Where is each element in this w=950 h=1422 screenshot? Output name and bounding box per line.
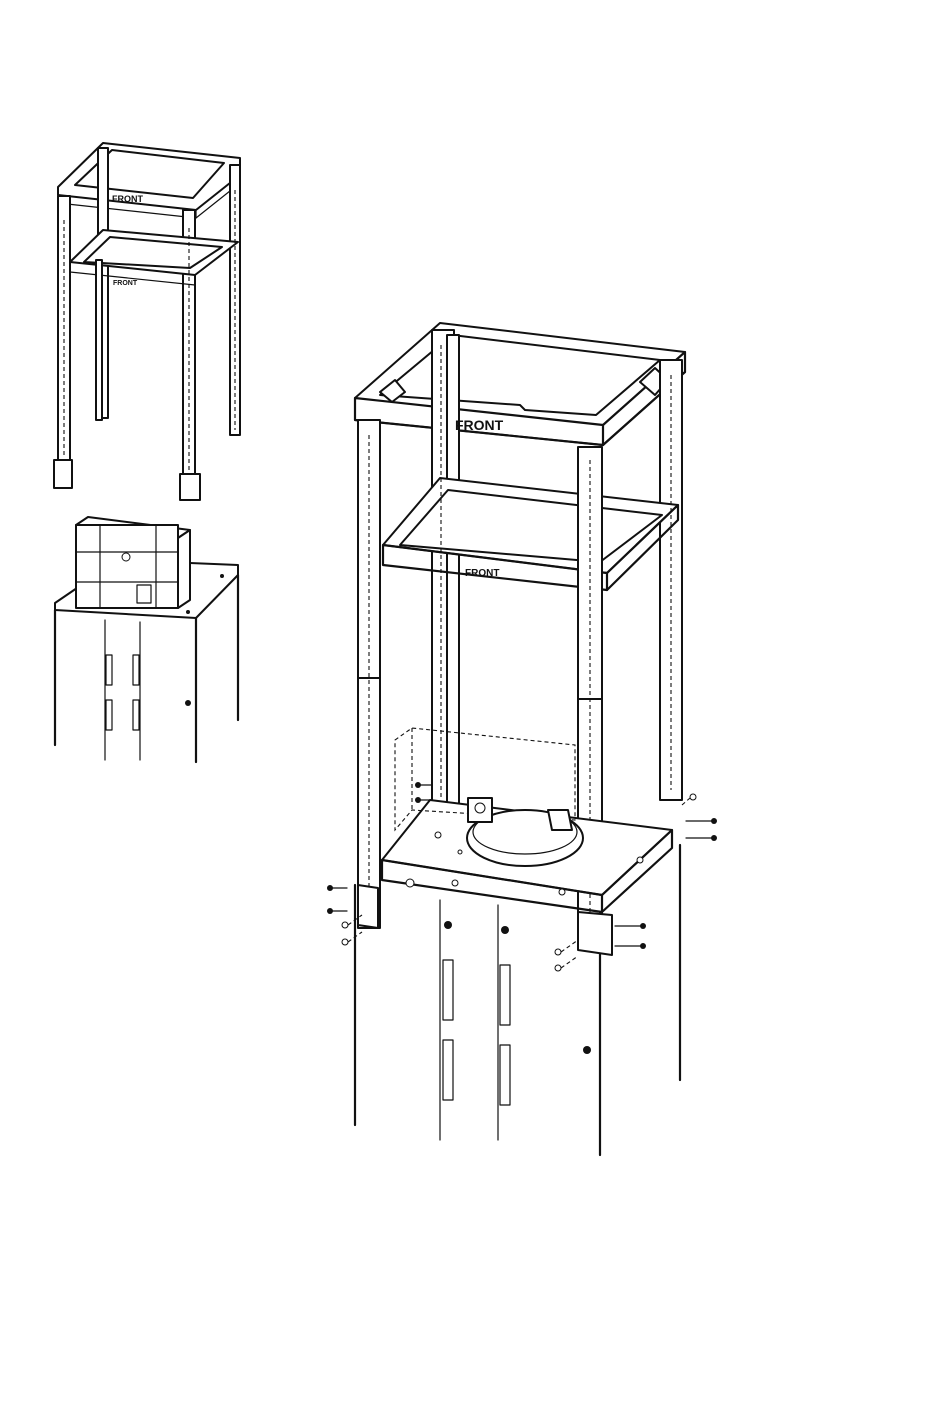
washer-icon [555, 956, 578, 971]
cabinet-slots [443, 921, 591, 1105]
screw-icon [615, 943, 646, 949]
small-front-label-top: FRONT [112, 194, 143, 204]
small-cabinet-slots [106, 655, 139, 730]
screw-icon [686, 818, 717, 824]
screw-icon [327, 885, 347, 891]
large-front-label-top: FRONT [455, 417, 504, 433]
screw-icon [415, 782, 432, 788]
cabinet-body [355, 845, 680, 1155]
screw-icon [686, 835, 717, 841]
large-stand-assembly: FRONT FRONT [327, 323, 717, 1155]
large-front-label-mid: FRONT [465, 568, 499, 579]
small-post-holes [64, 190, 235, 470]
washer-icon [342, 932, 362, 945]
small-cabinet-detail [55, 517, 238, 762]
screw-icon [327, 908, 347, 914]
small-stand-frame: FRONT FRONT [54, 143, 240, 500]
washer-icon [555, 940, 578, 955]
washer-icon [682, 794, 696, 805]
small-front-label-mid: FRONT [113, 280, 138, 287]
screw-icon [615, 923, 646, 929]
